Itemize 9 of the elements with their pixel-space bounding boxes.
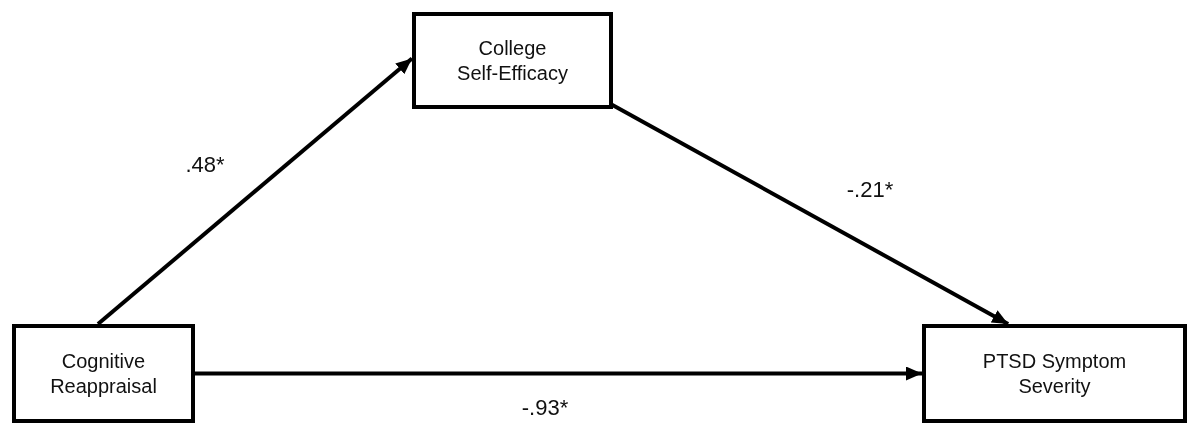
variable-box bbox=[922, 324, 1187, 423]
variable-box bbox=[12, 324, 195, 423]
arrow bbox=[96, 57, 414, 326]
variable-box bbox=[412, 12, 613, 109]
arrow bbox=[611, 102, 1010, 326]
box-label: College Self-Efficacy bbox=[456, 35, 569, 86]
box-label: Cognitive Reappraisal bbox=[49, 348, 158, 399]
box-label: PTSD Symptom Severity bbox=[981, 348, 1128, 399]
arrow bbox=[195, 366, 922, 381]
